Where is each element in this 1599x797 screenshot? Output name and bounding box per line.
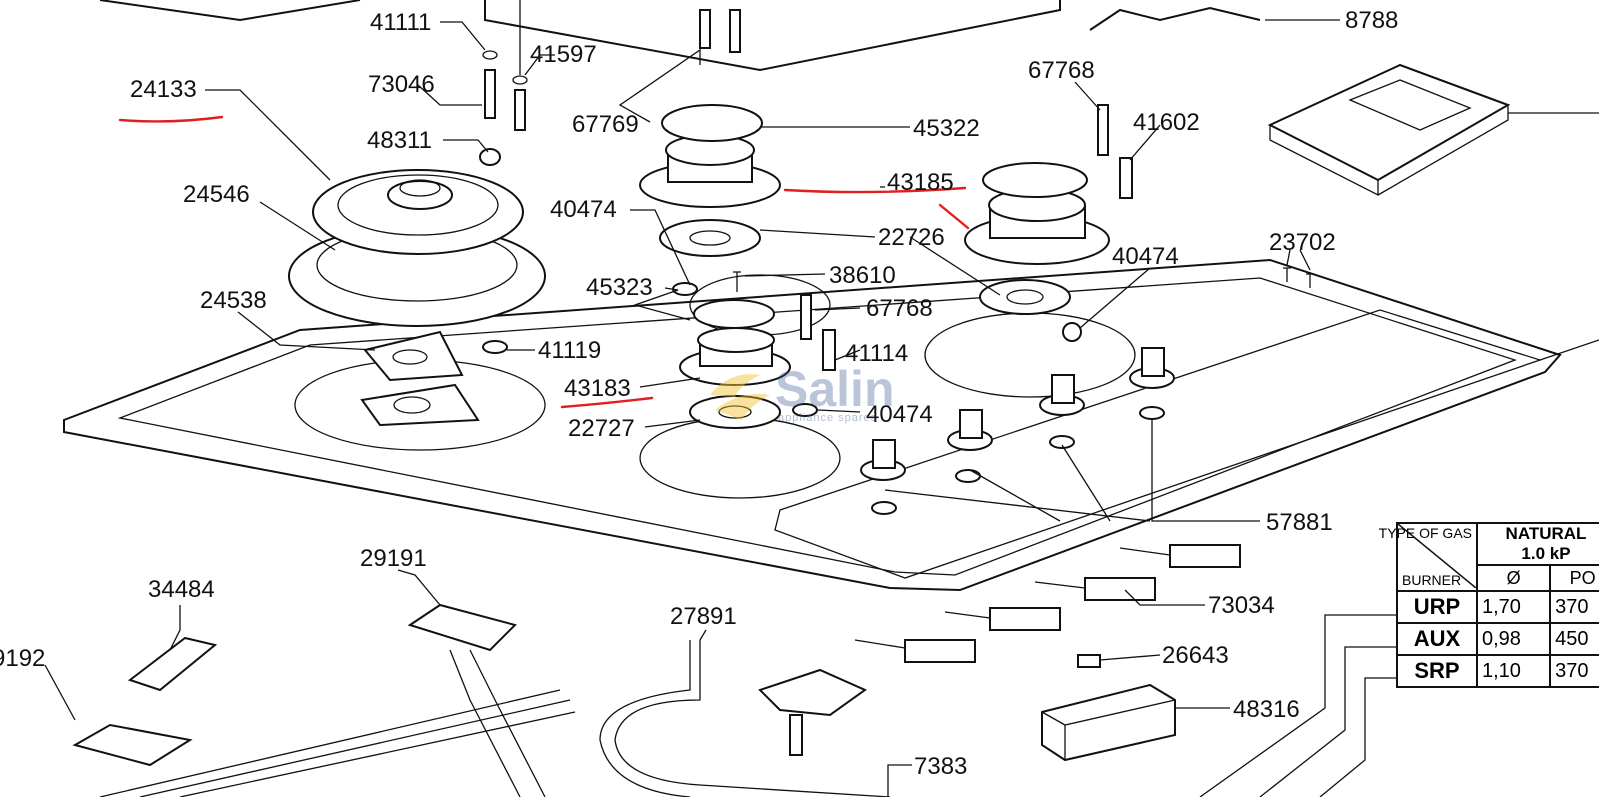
leader-table-2 bbox=[1259, 646, 1396, 797]
label-23702: 23702 bbox=[1269, 229, 1336, 256]
label-26643: 26643 bbox=[1162, 642, 1229, 669]
label-41602: 41602 bbox=[1133, 109, 1200, 136]
leader-plate-right bbox=[1539, 339, 1599, 361]
red-annotations bbox=[118, 115, 970, 409]
label-40474-c: 40474 bbox=[866, 401, 933, 428]
corner-burner: BURNER bbox=[1402, 572, 1462, 588]
bracket-34484 bbox=[127, 636, 218, 692]
label-22727: 22727 bbox=[568, 415, 635, 442]
clip-41119 bbox=[482, 340, 508, 354]
rod-8788 bbox=[1089, 6, 1261, 31]
right-burner bbox=[964, 162, 1110, 265]
control-knobs bbox=[860, 347, 1175, 515]
col-power: PO bbox=[1549, 564, 1599, 592]
label-22726: 22726 bbox=[878, 224, 945, 251]
ring-22726-left bbox=[659, 219, 761, 257]
label-41597: 41597 bbox=[530, 41, 597, 68]
leader-lines bbox=[44, 0, 1340, 797]
corner-diagonal bbox=[1398, 524, 1476, 588]
label-34484: 34484 bbox=[148, 576, 215, 603]
burner-cell: URP bbox=[1396, 590, 1478, 624]
ignition-units bbox=[854, 544, 1241, 663]
large-burner-assembly bbox=[288, 169, 546, 327]
box-48316 bbox=[1041, 683, 1176, 762]
corner-type-of-gas: TYPE OF GAS bbox=[1378, 525, 1472, 541]
part-labels: 41111 41597 8788 73046 24133 67768 41602… bbox=[0, 7, 1398, 780]
diameter-cell: 1,10 bbox=[1475, 654, 1552, 688]
table-row: AUX 0,98 450 bbox=[1396, 622, 1599, 656]
label-48311: 48311 bbox=[367, 127, 432, 154]
burner-cell: SRP bbox=[1396, 654, 1478, 688]
screw-38610 bbox=[733, 271, 741, 292]
gas-header-line2: 1.0 kP bbox=[1521, 544, 1571, 563]
label-45322: 45322 bbox=[913, 115, 980, 142]
label-41119: 41119 bbox=[538, 337, 601, 364]
label-24133: 24133 bbox=[130, 76, 197, 103]
electrodes bbox=[479, 9, 1133, 371]
gas-header-line1: NATURAL bbox=[1505, 524, 1587, 543]
top-cover-fragment bbox=[484, 0, 1061, 72]
label-43185: 43185 bbox=[887, 169, 954, 196]
label-9192: 9192 bbox=[0, 645, 45, 672]
clip-40474-c bbox=[792, 403, 818, 417]
power-cell: 370 bbox=[1549, 654, 1599, 688]
label-38610: 38610 bbox=[829, 262, 896, 289]
label-8788: 8788 bbox=[1345, 7, 1398, 34]
diameter-cell: 1,70 bbox=[1475, 590, 1552, 624]
power-cell: 370 bbox=[1549, 590, 1599, 624]
label-43183: 43183 bbox=[564, 375, 631, 402]
label-41111: 41111 bbox=[370, 9, 431, 36]
label-73046: 73046 bbox=[368, 71, 435, 98]
label-40474-b: 40474 bbox=[1112, 243, 1179, 270]
gas-header: NATURAL 1.0 kP bbox=[1476, 522, 1599, 566]
label-27891: 27891 bbox=[670, 603, 737, 630]
top-plate-fragment bbox=[99, 0, 361, 22]
ring-22726-right-inner bbox=[1006, 289, 1044, 305]
label-41114: 41114 bbox=[845, 340, 908, 367]
label-67768-b: 67768 bbox=[866, 295, 933, 322]
label-29191: 29191 bbox=[360, 545, 427, 572]
leader-table-3 bbox=[1319, 677, 1396, 797]
gas-spec-table: TYPE OF GAS BURNER NATURAL 1.0 kP Ø PO U… bbox=[1379, 522, 1599, 688]
triangle-cap-24538 bbox=[360, 330, 480, 427]
diameter-cell: 0,98 bbox=[1475, 622, 1552, 656]
small-burner bbox=[679, 299, 791, 429]
burner-cell: AUX bbox=[1396, 622, 1478, 656]
middle-burner-top bbox=[639, 104, 781, 208]
clip-40474-b bbox=[1062, 322, 1082, 342]
label-73034: 73034 bbox=[1208, 592, 1275, 619]
power-cell: 450 bbox=[1549, 622, 1599, 656]
screws-23702 bbox=[1283, 267, 1314, 288]
col-diameter: Ø bbox=[1475, 564, 1552, 592]
ring-22726-right bbox=[979, 279, 1071, 315]
table-corner-cell: TYPE OF GAS BURNER bbox=[1379, 522, 1478, 592]
connector-26643 bbox=[1077, 654, 1101, 668]
label-40474-a: 40474 bbox=[550, 196, 617, 223]
label-67769: 67769 bbox=[572, 111, 639, 138]
leader-table-1 bbox=[1199, 614, 1396, 797]
table-row: URP 1,70 370 bbox=[1396, 590, 1599, 624]
manual-booklet bbox=[1267, 63, 1511, 197]
clip-40474-a bbox=[672, 282, 698, 296]
label-24538: 24538 bbox=[200, 287, 267, 314]
label-57881: 57881 bbox=[1266, 509, 1333, 536]
label-24546: 24546 bbox=[183, 181, 250, 208]
label-48316: 48316 bbox=[1233, 696, 1300, 723]
gas-pipes bbox=[72, 603, 891, 797]
label-7383: 7383 bbox=[914, 753, 967, 780]
label-45323: 45323 bbox=[586, 274, 653, 301]
ring-22726-left-inner bbox=[689, 230, 731, 246]
table-row: SRP 1,10 370 bbox=[1396, 654, 1599, 688]
label-67768-a: 67768 bbox=[1028, 57, 1095, 84]
